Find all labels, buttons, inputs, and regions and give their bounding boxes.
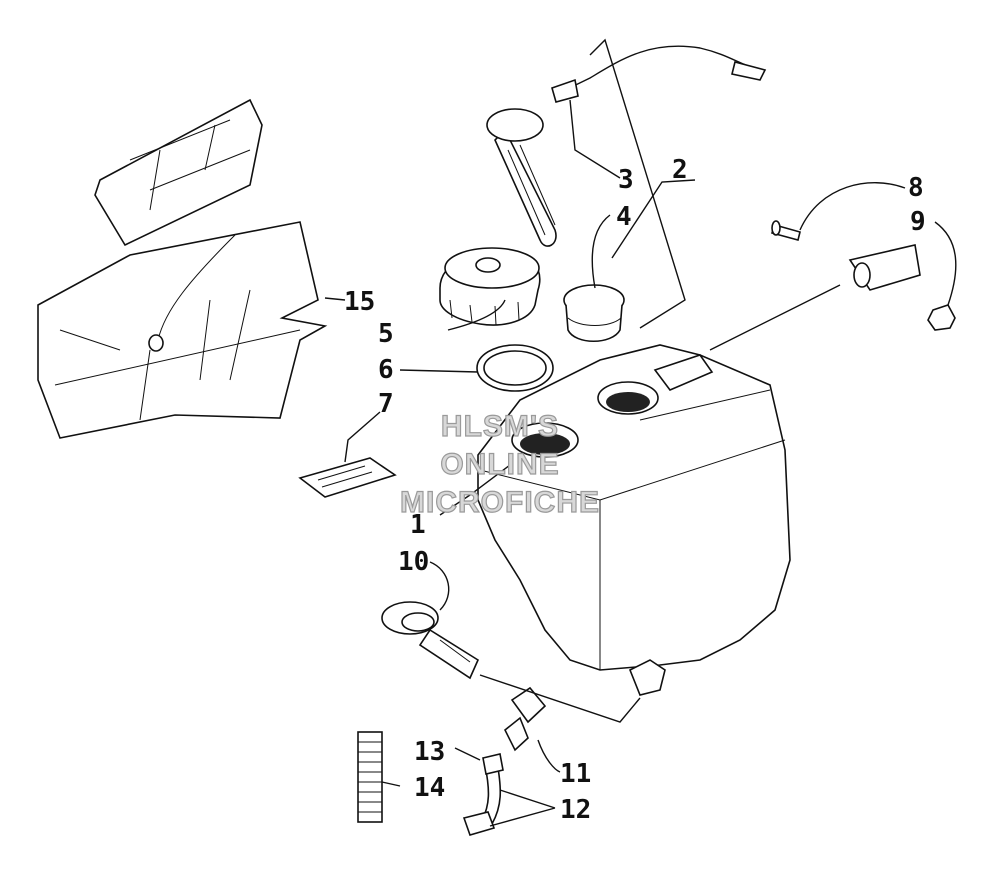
part-7-decal[interactable] <box>298 457 397 498</box>
part-5-cap[interactable] <box>439 247 541 326</box>
callout-3[interactable]: 3 <box>618 165 634 195</box>
watermark: HLSM'S ONLINE MICROFICHE <box>399 409 600 519</box>
callout-1[interactable]: 1 <box>410 510 426 540</box>
watermark-line-3: MICROFICHE <box>400 486 600 519</box>
callout-10[interactable]: 10 <box>398 547 429 577</box>
part-14-spring[interactable] <box>357 731 383 823</box>
callout-12[interactable]: 12 <box>560 795 591 825</box>
callout-6[interactable]: 6 <box>378 355 394 385</box>
watermark-line-1: HLSM'S <box>441 410 559 443</box>
callout-11[interactable]: 11 <box>560 759 591 789</box>
callout-5[interactable]: 5 <box>378 319 394 349</box>
watermark-line-2: ONLINE <box>440 448 559 481</box>
callout-14[interactable]: 14 <box>414 773 445 803</box>
bracket <box>848 244 921 291</box>
part-13-fuel-line[interactable] <box>462 753 504 836</box>
part-8-bolt[interactable] <box>770 220 801 241</box>
callout-labels: 1 2 3 4 5 6 7 8 9 10 11 12 13 14 15 <box>344 155 926 825</box>
callout-8[interactable]: 8 <box>908 173 924 203</box>
part-10-strap[interactable] <box>381 601 480 680</box>
callout-4[interactable]: 4 <box>616 202 632 232</box>
part-4-grommet[interactable] <box>563 284 625 342</box>
callout-2[interactable]: 2 <box>672 155 688 185</box>
leader-lines <box>324 38 957 827</box>
part-3-gauge[interactable] <box>486 45 767 247</box>
part-9-nut[interactable] <box>927 304 956 331</box>
part-6-gasket[interactable] <box>476 344 554 392</box>
callout-7[interactable]: 7 <box>378 389 394 419</box>
callout-15[interactable]: 15 <box>344 287 375 317</box>
callout-9[interactable]: 9 <box>910 207 926 237</box>
callout-13[interactable]: 13 <box>414 737 445 767</box>
part-15-shield[interactable] <box>37 98 328 439</box>
part-11-fitting[interactable] <box>503 686 547 752</box>
part-1-tank[interactable] <box>477 344 791 696</box>
